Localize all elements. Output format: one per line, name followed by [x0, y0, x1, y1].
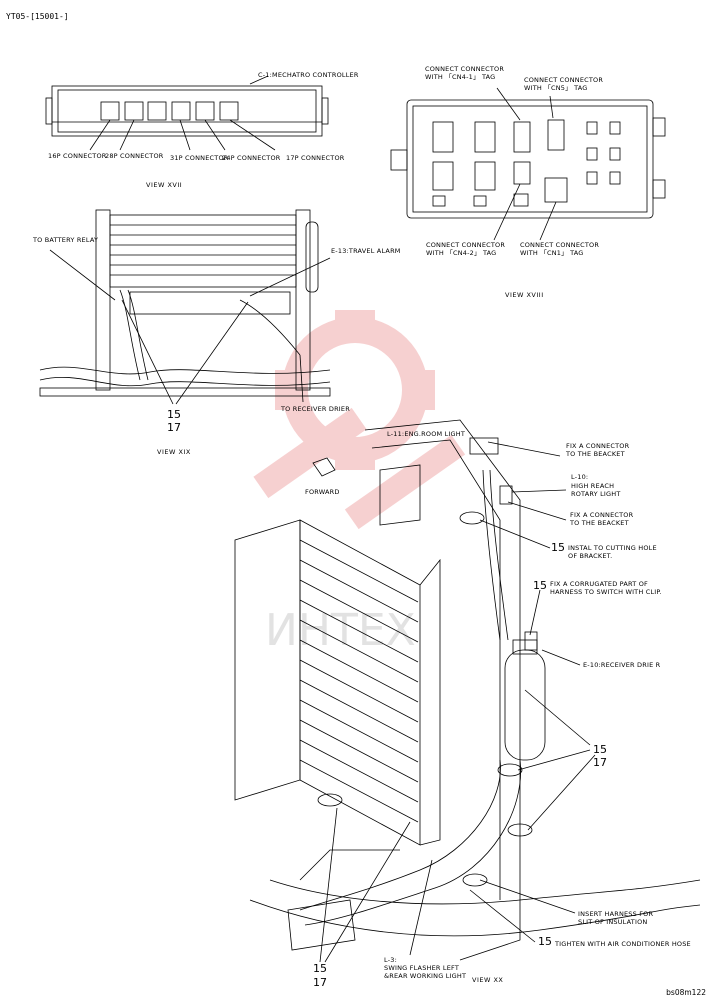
corrugated-label-line2: HARNESS TO SWITCH WITH CLIP.	[550, 588, 662, 596]
cn5-label-line1: CONNECT CONNECTOR	[524, 76, 604, 84]
l3-label-line2: SWING FLASHER LEFT	[384, 964, 460, 972]
l10-label-line1: L-10:	[571, 473, 589, 481]
connector-31p-label: 31P CONNECTOR	[170, 154, 229, 162]
view-xix-title: VIEW XIX	[157, 448, 191, 456]
receiver-drier-label: TO RECEIVER DRIER	[281, 405, 350, 413]
connector-16p-label: 16P CONNECTOR	[48, 152, 107, 160]
corrugated-label-line1: FIX A CORRUGATED PART OF	[550, 580, 648, 588]
install-label-line1: INSTAL TO CUTTING HOLE	[568, 544, 657, 552]
cn4-2-label-line2: WITH 「CN4-2」 TAG	[426, 249, 497, 257]
connector-17p-label: 17P CONNECTOR	[286, 154, 345, 162]
l3-label-line1: L-3:	[384, 956, 397, 964]
cn5-label-line2: WITH 「CN5」 TAG	[524, 84, 588, 92]
cn1-label-line1: CONNECT CONNECTOR	[520, 241, 600, 249]
l3-label-line3: &REAR WORKING LIGHT	[384, 972, 467, 980]
relay-box	[390, 87, 666, 241]
item-15-air-conditioner: 15	[538, 935, 552, 948]
cn4-1-label-line2: WITH 「CN4-1」 TAG	[425, 73, 496, 81]
mechatro-controller	[45, 75, 329, 151]
insert-harness-line2: SLIT OF INSULATION	[578, 918, 648, 926]
view-xvii-title: VIEW XVII	[146, 181, 183, 189]
watermark	[253, 310, 466, 530]
cn1-label-line2: WITH 「CN1」 TAG	[520, 249, 584, 257]
view-xix-frame	[39, 209, 331, 405]
cn4-2-label-line1: CONNECT CONNECTOR	[426, 241, 506, 249]
eng-room-light-label: L-11:ENG.ROOM LIGHT	[387, 430, 466, 438]
view-xx-title: VIEW XX	[472, 976, 504, 984]
watermark-text: ИНТЕХ	[265, 605, 416, 656]
item-15-bottom: 15	[313, 962, 327, 975]
item-15-hose: 15	[593, 743, 607, 756]
view-xviii-title: VIEW XVIII	[505, 291, 544, 299]
item-17-view-xix: 17	[167, 421, 181, 434]
receiver-drier-e10-label: E-10:RECEIVER DRIE R	[583, 661, 661, 669]
item-15-view-xix: 15	[167, 408, 181, 421]
forward-label: FORWARD	[305, 488, 340, 496]
tighten-label: TIGHTEN WITH AIR CONDITIONER HOSE	[555, 940, 691, 948]
connector-24p-label: 24P CONNECTOR	[222, 154, 281, 162]
item-15-switch: 15	[533, 579, 547, 592]
insert-harness-line1: INSERT HARNESS FOR	[578, 910, 654, 918]
fix-connector-2-line1: FIX A CONNECTOR	[570, 511, 634, 519]
item-17-hose: 17	[593, 756, 607, 769]
cn4-1-label-line1: CONNECT CONNECTOR	[425, 65, 505, 73]
fix-connector-1-line1: FIX A CONNECTOR	[566, 442, 630, 450]
view-xx-assembly	[234, 419, 701, 963]
l10-label-line3: ROTARY LIGHT	[571, 490, 621, 498]
controller-label: C-1:MECHATRO CONTROLLER	[258, 71, 359, 79]
travel-alarm-label: E-13:TRAVEL ALARM	[331, 247, 401, 255]
connector-28p-label: 28P CONNECTOR	[105, 152, 164, 160]
fix-connector-1-line2: TO THE BEACKET	[566, 450, 625, 458]
battery-relay-label: TO BATTERY RELAY	[33, 236, 99, 244]
fix-connector-2-line2: TO THE BEACKET	[570, 519, 629, 527]
figure-code: bs08m122	[666, 988, 706, 997]
l10-label-line2: HIGH REACH	[571, 482, 615, 490]
item-15-bracket: 15	[551, 541, 565, 554]
item-17-bottom: 17	[313, 976, 327, 989]
install-label-line2: OF BRACKET.	[568, 552, 613, 560]
page-code: YT05-[15001-]	[6, 12, 69, 21]
